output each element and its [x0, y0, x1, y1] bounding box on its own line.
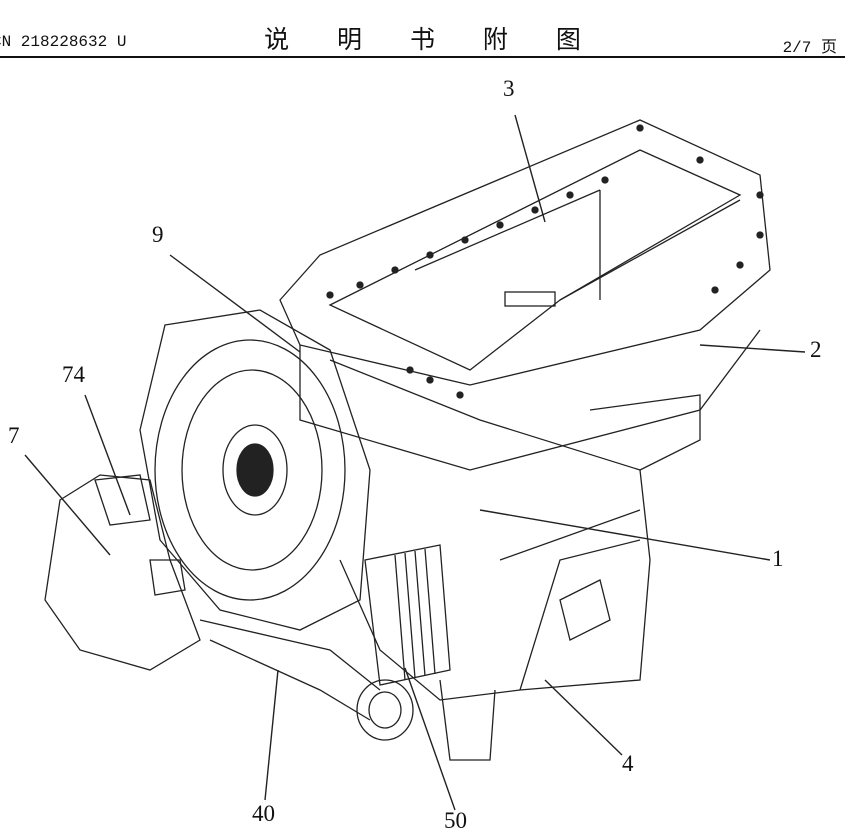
page-header: CN 218228632 U 说 明 书 附 图 2/7 页 [0, 0, 845, 60]
label-74: 74 [62, 362, 85, 387]
label-3: 3 [503, 76, 515, 101]
label-40: 40 [252, 801, 275, 826]
pipe [199, 619, 414, 741]
page-title: 说 明 书 附 图 [264, 25, 601, 54]
publication-number: CN 218228632 U [0, 33, 127, 51]
label-1: 1 [772, 546, 784, 571]
label-9: 9 [152, 222, 164, 247]
bolts [326, 124, 764, 399]
oil-cooler [364, 544, 496, 761]
header-rule [0, 56, 845, 58]
label-2: 2 [810, 337, 822, 362]
label-7: 7 [8, 423, 20, 448]
inverter-housing [279, 119, 771, 471]
flywheel-flange [139, 309, 371, 631]
motor-body [329, 359, 701, 701]
gearbox-housing [44, 474, 201, 671]
label-4: 4 [622, 751, 634, 776]
leader-lines [24, 114, 806, 811]
page-number: 2/7 页 [782, 39, 837, 57]
label-50: 50 [444, 808, 467, 833]
